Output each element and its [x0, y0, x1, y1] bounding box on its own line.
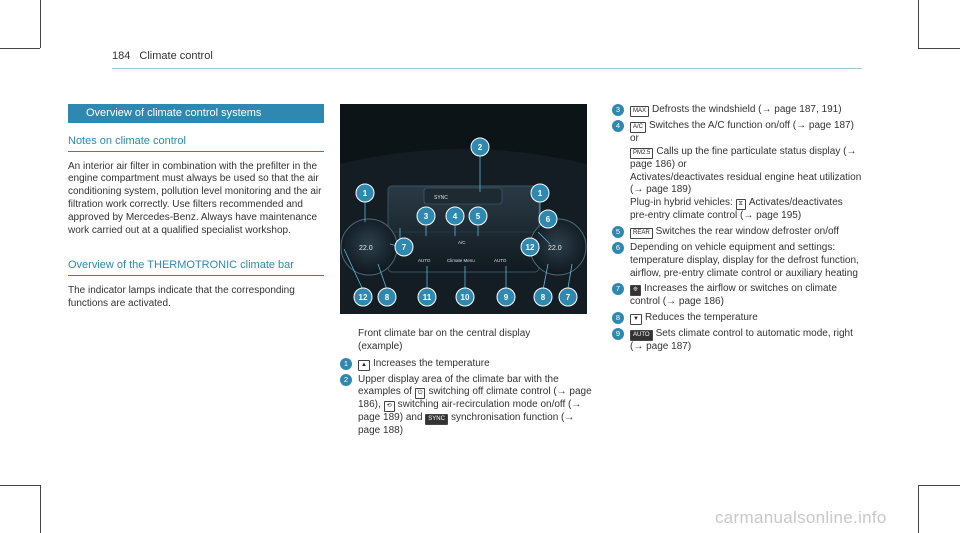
crop-mark	[40, 0, 41, 48]
marker-3: 3	[416, 206, 436, 226]
marker-11: 11	[417, 287, 437, 307]
sync-icon: SYNC	[425, 414, 448, 426]
crop-mark	[918, 48, 960, 49]
svg-text:2: 2	[478, 143, 483, 152]
figure-temp-right: 22.0	[548, 245, 562, 252]
marker-4: 4	[445, 206, 465, 226]
figure-auto-right: AUTO	[494, 258, 507, 263]
crop-mark	[40, 485, 41, 533]
item-badge: 8	[612, 312, 624, 325]
item-badge: 5	[612, 225, 624, 238]
figure-temp-left: 22.0	[359, 245, 373, 252]
marker-8-left: 8	[377, 287, 397, 307]
marker-12-right: 12	[520, 237, 540, 257]
overview-heading: Overview of the THERMOTRONIC climate bar	[68, 259, 324, 277]
power-icon: ⏻	[414, 388, 426, 400]
svg-text:1: 1	[363, 189, 368, 198]
up-arrow-icon: ▲	[358, 359, 370, 371]
list-item: 2 Upper display area of the climate bar …	[340, 373, 594, 439]
marker-2: 2	[470, 137, 490, 157]
figure-sync-label: SYNC	[434, 195, 448, 201]
header-rule	[112, 68, 862, 69]
notes-heading: Notes on climate control	[68, 135, 324, 152]
marker-1-right: 1	[530, 183, 550, 203]
watermark: carmanualsonline.info	[715, 508, 887, 527]
middle-column: Front climate bar on the central display…	[340, 328, 594, 441]
particulate-icon: PM2.5	[630, 147, 654, 159]
marker-1-left: 1	[355, 183, 375, 203]
down-arrow-icon: ▼	[630, 314, 642, 326]
crop-mark	[918, 485, 960, 486]
marker-10: 10	[455, 287, 475, 307]
item-badge: 4	[612, 120, 624, 132]
list-item: 6 Depending on vehicle equipment and set…	[612, 241, 862, 280]
svg-text:7: 7	[402, 243, 407, 252]
svg-text:5: 5	[476, 212, 481, 221]
svg-text:12: 12	[526, 243, 535, 252]
figure-auto-left: AUTO	[418, 258, 431, 263]
item-badge: 2	[340, 373, 352, 386]
svg-text:11: 11	[423, 293, 432, 302]
figure-climate-menu: Climate Menu	[447, 258, 475, 263]
marker-5: 5	[468, 206, 488, 226]
pre-entry-icon: ⧖	[735, 199, 746, 211]
climate-bar-figure: SYNC A/C AUTO Climate Menu AUTO 22.0 22.…	[340, 104, 587, 314]
svg-text:8: 8	[541, 293, 546, 302]
marker-7-left: 7	[394, 237, 414, 257]
marker-6: 6	[538, 209, 558, 229]
marker-8-right: 8	[533, 287, 553, 307]
svg-text:12: 12	[359, 293, 368, 302]
svg-text:7: 7	[566, 293, 571, 302]
list-item: 7 ❊Increases the airflow or switches on …	[612, 283, 862, 309]
marker-12-left: 12	[353, 287, 373, 307]
rear-defrost-icon: REAR	[630, 227, 653, 239]
page-header: 184 Climate control	[112, 50, 213, 62]
recirculation-icon: ⟲	[383, 401, 395, 413]
ac-icon: A/C	[630, 122, 647, 133]
svg-text:4: 4	[453, 212, 458, 221]
svg-text:9: 9	[504, 293, 509, 302]
svg-text:6: 6	[546, 215, 551, 224]
fan-icon: ❊	[630, 285, 642, 297]
svg-text:10: 10	[461, 293, 470, 302]
section-title: Overview of climate control systems	[68, 104, 324, 123]
list-item: 8 ▼Reduces the temperature	[612, 312, 862, 326]
marker-7-right: 7	[558, 287, 578, 307]
chapter-title: Climate control	[139, 50, 213, 62]
crop-mark	[0, 485, 40, 486]
crop-mark	[918, 0, 919, 48]
left-column: Overview of climate control systems Note…	[68, 104, 324, 323]
overview-text: The indicator lamps indicate that the co…	[68, 285, 295, 309]
auto-icon: AUTO	[630, 330, 653, 342]
list-item: 1 ▲Increases the temperature	[340, 357, 594, 371]
figure-ac-label: A/C	[458, 240, 466, 245]
svg-text:1: 1	[538, 189, 543, 198]
item-badge: 9	[612, 328, 624, 341]
figure-caption: Front climate bar on the central display…	[358, 328, 531, 352]
page-number: 184	[112, 50, 131, 62]
svg-text:8: 8	[385, 293, 390, 302]
crop-mark	[0, 48, 40, 49]
marker-9: 9	[496, 287, 516, 307]
notes-text: An interior air filter in combination wi…	[68, 160, 322, 236]
item-badge: 7	[612, 283, 624, 296]
windshield-defrost-icon: MAX	[630, 106, 650, 117]
item-badge: 6	[612, 241, 624, 254]
crop-mark	[918, 485, 919, 533]
item-badge: 3	[612, 104, 624, 116]
item-badge: 1	[340, 357, 352, 370]
climate-bar-illustration: SYNC A/C AUTO Climate Menu AUTO 22.0 22.…	[340, 104, 587, 314]
svg-text:3: 3	[424, 212, 429, 221]
